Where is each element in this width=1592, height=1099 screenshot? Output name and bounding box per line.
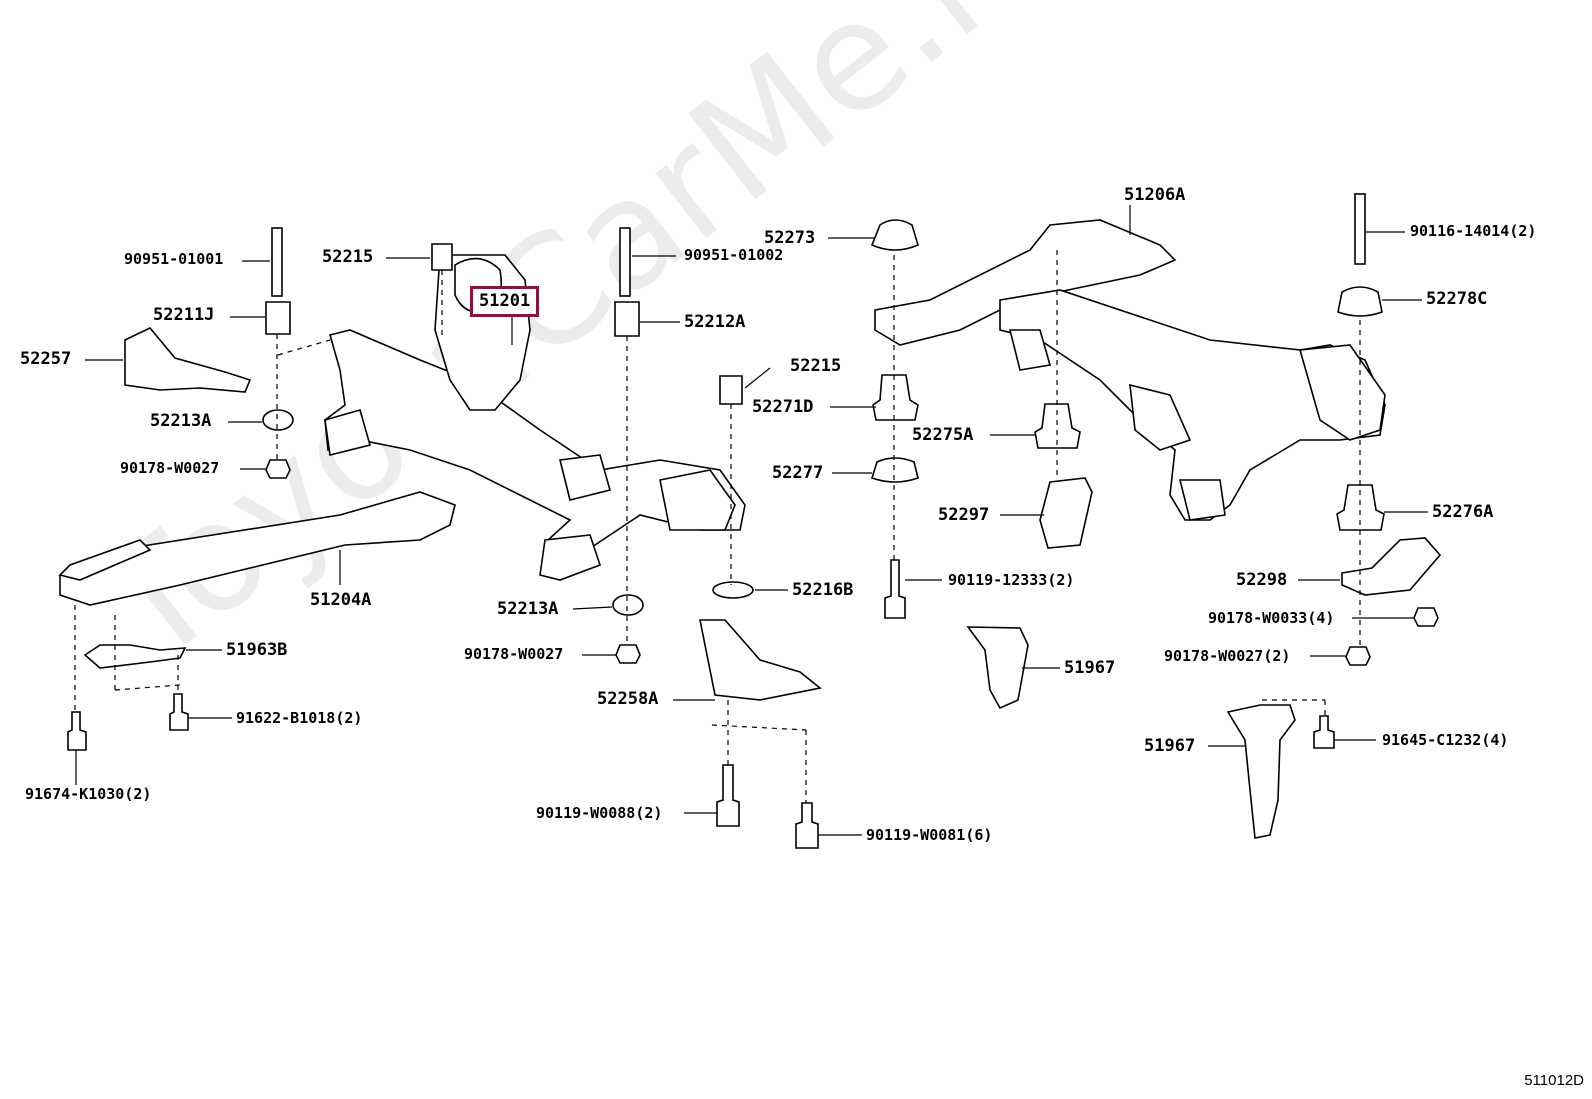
label-52215-a[interactable]: 52215 [322, 247, 374, 267]
bolt-90119-12333[interactable] [884, 559, 906, 619]
stopper-52278c[interactable] [1337, 286, 1383, 317]
cushion-52271d[interactable] [872, 374, 919, 421]
cushion-52212a[interactable] [614, 301, 640, 337]
bolt-91674-k1030[interactable] [67, 711, 87, 751]
label-52271d[interactable]: 52271D [752, 397, 814, 417]
brace-52258a[interactable] [699, 619, 822, 701]
cushion-52275a[interactable] [1034, 403, 1081, 449]
bracket-52297[interactable] [1039, 477, 1093, 549]
stud-bolt-90951-01001[interactable] [271, 227, 283, 297]
label-90951-01002[interactable]: 90951-01002 [684, 246, 784, 264]
stopper-52273[interactable] [870, 219, 919, 251]
label-90178-w0027-c[interactable]: 90178-W0027(2) [1164, 647, 1291, 665]
label-52276a[interactable]: 52276A [1432, 502, 1494, 522]
stud-bolt-90116-14014[interactable] [1354, 193, 1366, 265]
label-51967-a[interactable]: 51967 [1064, 658, 1116, 678]
nut-90178-w0027-a[interactable] [265, 459, 291, 479]
bracket-51963b[interactable] [83, 644, 187, 669]
label-51206a[interactable]: 51206A [1124, 185, 1186, 205]
brace-52298[interactable] [1341, 537, 1442, 596]
label-52212a[interactable]: 52212A [684, 312, 746, 332]
label-90119-w0088[interactable]: 90119-W0088(2) [536, 804, 663, 822]
label-52211j[interactable]: 52211J [153, 305, 215, 325]
label-91645-c1232[interactable]: 91645-C1232(4) [1382, 731, 1509, 749]
label-52298[interactable]: 52298 [1236, 570, 1288, 590]
label-52258a[interactable]: 52258A [597, 689, 659, 709]
label-90116-14014[interactable]: 90116-14014(2) [1410, 222, 1537, 240]
label-52216b[interactable]: 52216B [792, 580, 854, 600]
label-52215-b[interactable]: 52215 [790, 356, 842, 376]
bolt-91645-c1232[interactable] [1313, 715, 1335, 749]
label-51204a[interactable]: 51204A [310, 590, 372, 610]
label-90119-w0081[interactable]: 90119-W0081(6) [866, 826, 993, 844]
label-52213a-b[interactable]: 52213A [497, 599, 559, 619]
label-52277[interactable]: 52277 [772, 463, 824, 483]
leader-lines [75, 205, 1428, 836]
member-brace-51204a[interactable] [58, 491, 456, 606]
label-52213a-a[interactable]: 52213A [150, 411, 212, 431]
stopper-52277[interactable] [871, 457, 919, 483]
label-90119-12333[interactable]: 90119-12333(2) [948, 571, 1075, 589]
nut-90178-w0027-c[interactable] [1345, 646, 1371, 666]
rear-suspension-member-51206a[interactable] [874, 219, 1386, 521]
bolt-90119-w0088[interactable] [716, 764, 740, 827]
label-90178-w0027-b[interactable]: 90178-W0027 [464, 645, 564, 663]
label-52273[interactable]: 52273 [764, 228, 816, 248]
cushion-52213a-b[interactable] [612, 594, 644, 616]
cushion-52276a[interactable] [1336, 484, 1385, 531]
assembly-dash-lines [74, 250, 1361, 803]
label-52275a[interactable]: 52275A [912, 425, 974, 445]
cushion-52213a-a[interactable] [262, 409, 294, 431]
label-52297[interactable]: 52297 [938, 505, 990, 525]
stopper-52215-a[interactable] [431, 243, 453, 271]
label-90178-w0027-a[interactable]: 90178-W0027 [120, 459, 220, 477]
nut-90178-w0027-b[interactable] [615, 644, 641, 664]
bolt-90119-w0081[interactable] [795, 802, 819, 849]
label-90178-w0033[interactable]: 90178-W0033(4) [1208, 609, 1335, 627]
label-51963b[interactable]: 51963B [226, 640, 288, 660]
label-52278c[interactable]: 52278C [1426, 289, 1488, 309]
shield-51967-a[interactable] [966, 626, 1029, 710]
figure-code: 511012D [1524, 1072, 1584, 1089]
label-52257[interactable]: 52257 [20, 349, 72, 369]
stud-bolt-90951-01002[interactable] [619, 227, 631, 297]
label-90951-01001[interactable]: 90951-01001 [124, 250, 224, 268]
front-suspension-member-51201[interactable] [324, 254, 746, 582]
label-91674-k1030[interactable]: 91674-K1030(2) [25, 785, 152, 803]
nut-90178-w0033[interactable] [1413, 607, 1439, 627]
label-51201-highlighted[interactable]: 51201 [470, 286, 540, 317]
label-91622-b1018[interactable]: 91622-B1018(2) [236, 709, 363, 727]
shield-51967-b[interactable] [1226, 704, 1296, 839]
bolt-91622-b1018[interactable] [169, 693, 189, 731]
brace-52257[interactable] [124, 327, 252, 393]
cushion-52211j[interactable] [265, 301, 291, 335]
label-51967-b[interactable]: 51967 [1144, 736, 1196, 756]
stopper-52215-b[interactable] [719, 375, 743, 405]
retainer-52216b[interactable] [712, 581, 754, 599]
